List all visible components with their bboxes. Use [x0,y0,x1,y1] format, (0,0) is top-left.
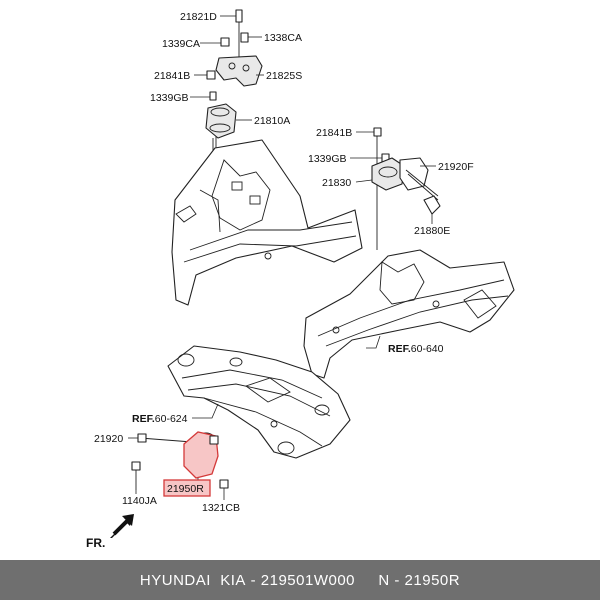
front-side-rail-right [303,249,515,379]
ref-60-640: REF.60-640 [388,343,444,355]
label-1338ca: 1338CA [264,32,302,44]
label-1339gb-right: 1339GB [308,153,347,165]
label-21950r: 21950R [167,483,204,495]
front-subframe [167,345,351,459]
roll-rod-bracket [131,431,229,490]
label-1140ja: 1140JA [122,495,157,507]
ref-60-624: REF.60-624 [132,413,188,425]
label-1339ca: 1339CA [162,38,200,50]
banner-short-code: N - 21950R [378,571,461,589]
leader-lines [128,15,436,500]
label-21825s: 21825S [266,70,302,82]
part-labels: 21821D 1339CA 1338CA 21841B 21825S 1339G… [86,11,474,550]
banner-gap [355,572,378,589]
label-21841b-upper: 21841B [154,70,190,82]
label-21920f: 21920F [438,161,474,173]
label-21830: 21830 [322,177,351,189]
label-1321cb: 1321CB [202,502,240,514]
part-number-banner: HYUNDAI KIA - 219501W000 N - 21950R [0,560,600,600]
banner-separator: - [245,571,261,589]
label-21920: 21920 [94,433,123,445]
front-side-rail-left [171,139,363,306]
label-21950r-box [163,479,211,497]
label-21841b-right: 21841B [316,127,352,139]
label-1339gb-upper: 1339GB [150,92,189,104]
label-21810a: 21810A [254,115,290,127]
banner-part-number: 219501W000 [260,571,356,589]
front-direction-arrow [110,514,134,538]
banner-brand: HYUNDAI KIA [139,571,246,589]
label-21880e: 21880E [414,225,450,237]
label-front-direction: FR. [86,536,105,550]
exploded-parts-diagram: 21821D 1339CA 1338CA 21841B 21825S 1339G… [86,9,515,550]
label-21821d: 21821D [180,11,217,23]
